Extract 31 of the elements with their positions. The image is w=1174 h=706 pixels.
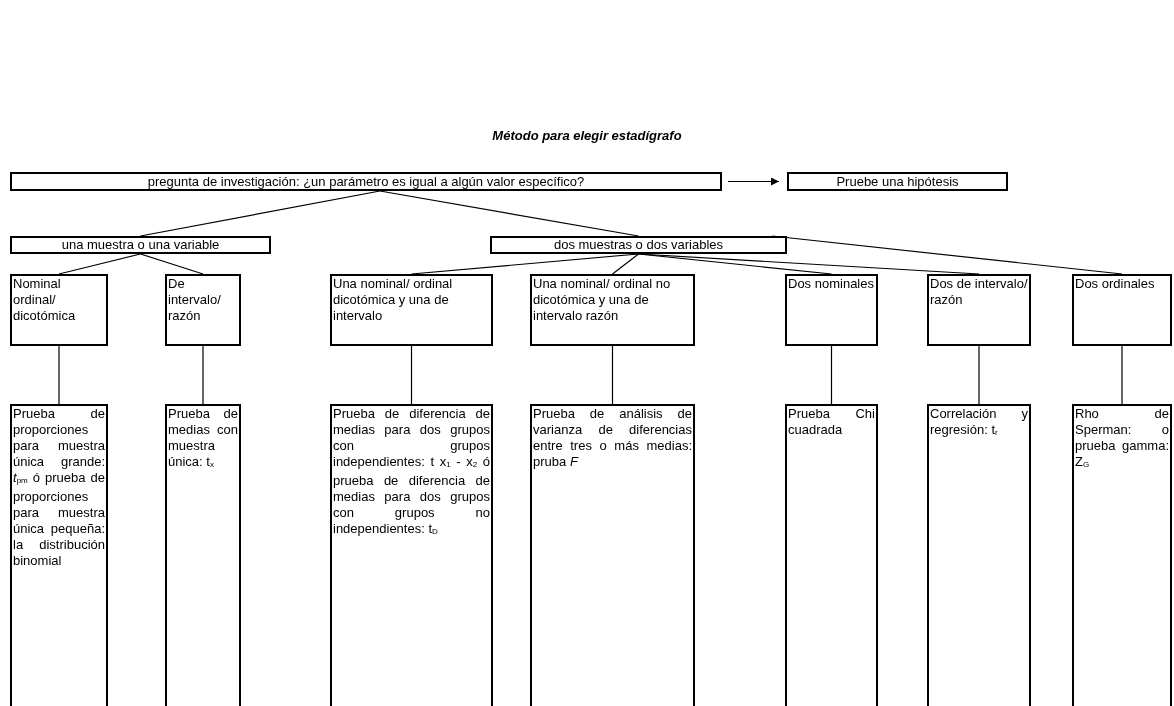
result-box: Rho de Sperman: o prueba gamma: Z$_{G}$	[1072, 404, 1172, 706]
connector-line	[771, 235, 1123, 275]
connector-line	[139, 253, 204, 275]
connector-line	[410, 345, 413, 405]
variable-box: Una nominal/ ordinal no dicotómica y una de intervalo razón	[530, 274, 695, 346]
category-box: pregunta de investigación: ¿un parámetro es igual a algún valor específico?	[10, 172, 722, 191]
variable-box: De intervalo/ razón	[165, 274, 241, 346]
result-box: Prueba de medias con muestra única: t$_{x}$	[165, 404, 241, 706]
connector-line	[1121, 345, 1123, 405]
connector-line	[611, 345, 614, 405]
variable-box: Dos ordinales	[1072, 274, 1172, 346]
result-box: Prueba de proporciones para muestra única grande: t$_{pm}$ ó prueba de proporciones para muestra única pequeña: la distribución binomial	[10, 404, 108, 706]
variable-box: Nominal ordinal/ dicotómica	[10, 274, 108, 346]
result-box: Prueba de diferencia de medias para dos grupos con grupos independientes: t x$_{1}$ - x$_{2}$ ó prueba de diferencia de medias para dos grupos con grupos no independientes: t$_{D}$	[330, 404, 493, 706]
result-box: Prueba Chi cuadrada	[785, 404, 878, 706]
connector-line	[611, 253, 640, 275]
connector-line	[978, 345, 980, 405]
arrow	[727, 177, 780, 186]
variable-box: Dos de intervalo/ razón	[927, 274, 1031, 346]
variable-box: Una nominal/ ordinal dicotómica y una de intervalo	[330, 274, 493, 346]
variable-box: Dos nominales	[785, 274, 878, 346]
connector-line	[58, 253, 142, 275]
category-box: dos muestras o dos variables	[490, 236, 787, 254]
connector-line	[202, 345, 204, 405]
connector-line	[830, 345, 833, 405]
connector-line	[58, 345, 60, 405]
result-box: Prueba de análisis de varianza de diferencias entre tres o más medias: pruba F	[530, 404, 695, 706]
category-box: una muestra o una variable	[10, 236, 271, 254]
result-box: Correlación y regresión: t$_{r}$	[927, 404, 1031, 706]
category-box: Pruebe una hipótesis	[787, 172, 1008, 191]
diagram-title: Método para elegir estadígrafo	[491, 128, 683, 143]
